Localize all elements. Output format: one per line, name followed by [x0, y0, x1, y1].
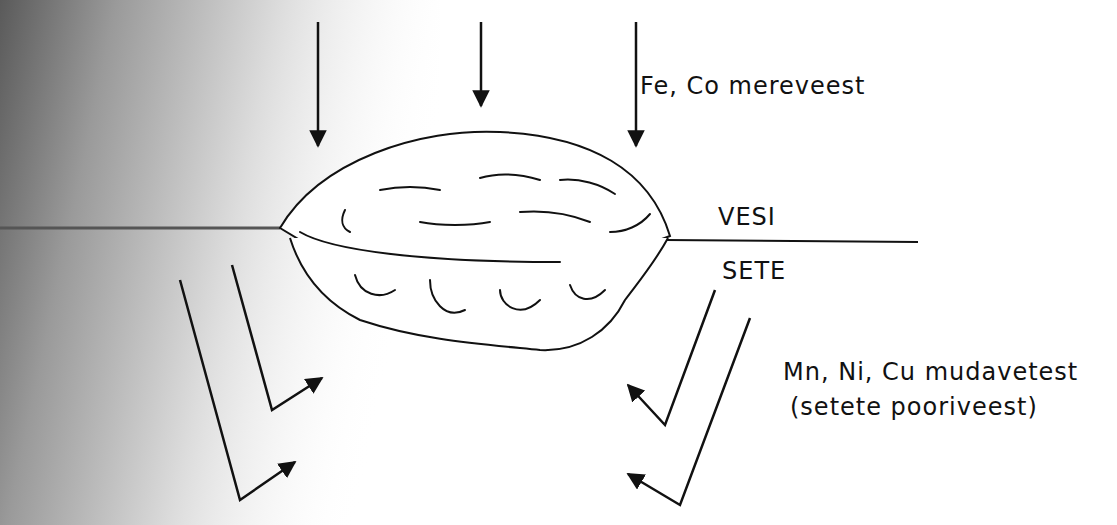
source-label: Mn, Ni, Cu mudavetest: [783, 358, 1078, 387]
source-label: Fe, Co mereveest: [640, 72, 865, 101]
layer-label: SETE: [722, 257, 786, 286]
layer-label: VESI: [718, 203, 776, 232]
note-label: (setete pooriveest): [790, 393, 1038, 422]
